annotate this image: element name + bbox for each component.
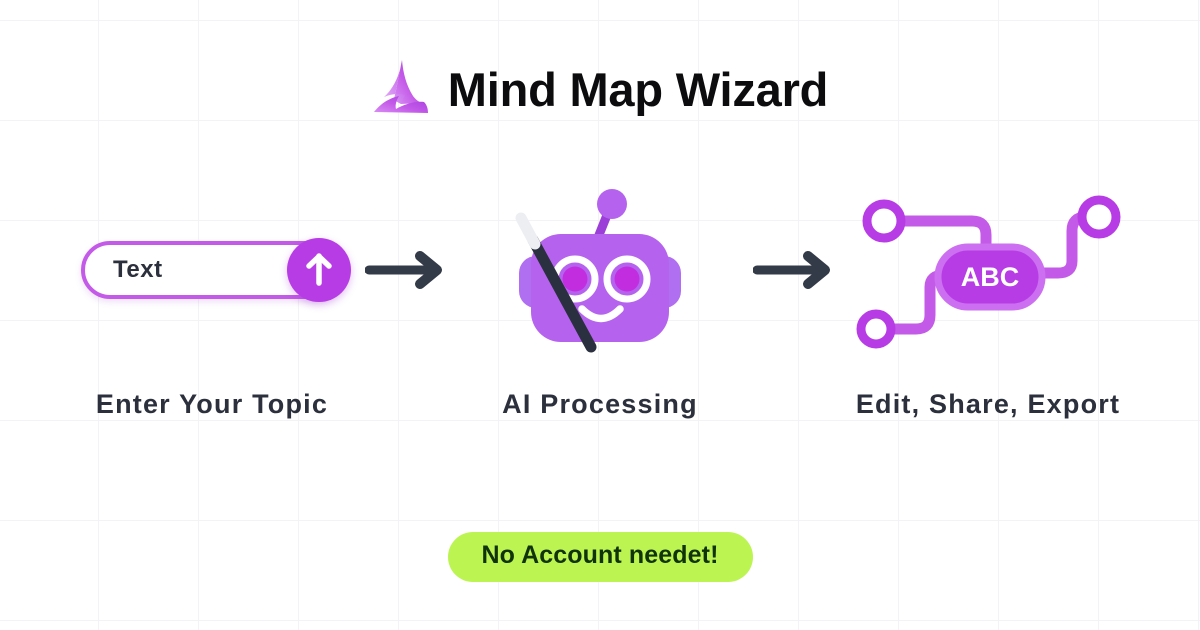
badge-container: No Account needet!: [0, 532, 1200, 582]
step-2-artwork: [505, 175, 695, 365]
step-enter-topic: Text Enter Your Topic: [66, 175, 358, 420]
mind-map-icon: ABC: [854, 189, 1122, 351]
arrow-up-icon: [302, 252, 336, 288]
topic-input[interactable]: Text: [81, 238, 351, 302]
step-ai-processing: AI Processing: [454, 175, 746, 420]
robot-with-magic-wand-icon: [505, 184, 695, 356]
page-header: Mind Map Wizard: [0, 58, 1200, 120]
step-2-label: AI Processing: [502, 389, 698, 419]
mind-map-center-label: ABC: [961, 262, 1020, 292]
no-account-badge: No Account needet!: [447, 532, 753, 582]
submit-topic-button[interactable]: [287, 238, 351, 302]
steps-row: Text Enter Your Topic: [0, 175, 1200, 420]
connector-arrow-2: [746, 175, 842, 365]
arrow-right-icon: [365, 247, 447, 293]
step-3-label: Edit, Share, Export: [855, 389, 1121, 419]
step-1-label: Enter Your Topic: [95, 389, 329, 419]
page-title: Mind Map Wizard: [447, 62, 829, 116]
step-3-artwork: ABC: [854, 175, 1122, 365]
wizard-hat-icon: [372, 58, 430, 120]
step-edit-share-export: ABC Edit, Share, Export: [842, 175, 1134, 420]
arrow-right-icon: [753, 247, 835, 293]
step-1-artwork: Text: [81, 175, 351, 365]
connector-arrow-1: [358, 175, 454, 365]
topic-input-value: Text: [113, 256, 163, 283]
